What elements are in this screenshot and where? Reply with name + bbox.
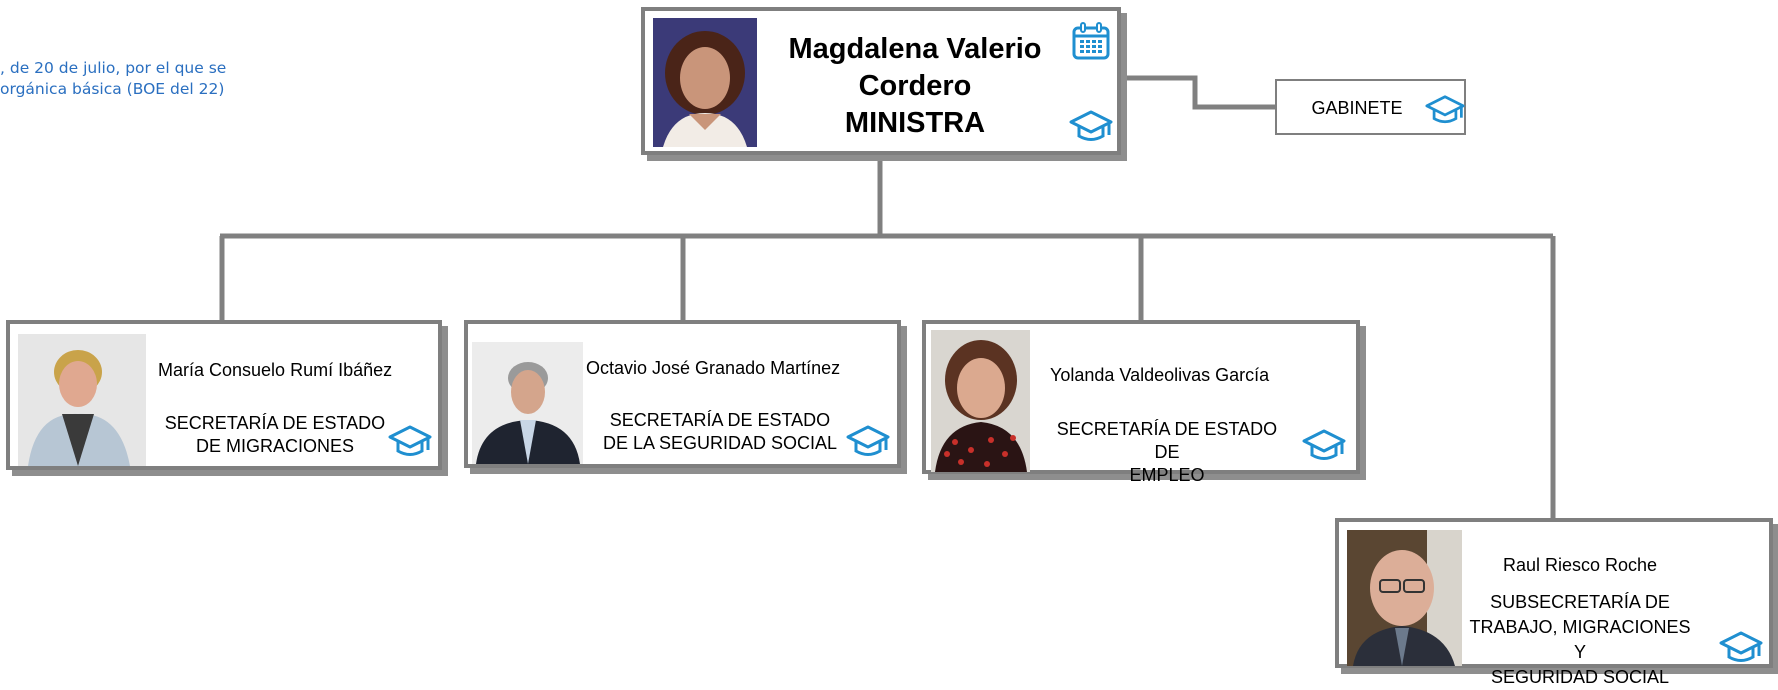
minister-name-line-2: Cordero xyxy=(858,70,972,102)
graduation-cap-icon[interactable] xyxy=(1069,109,1113,143)
graduation-cap-icon[interactable] xyxy=(388,424,432,458)
unit-role-line-1: SECRETARÍA DE ESTADO DE xyxy=(1056,419,1278,462)
graduation-cap-icon[interactable] xyxy=(846,424,890,458)
unit-role-line-2: EMPLEO xyxy=(1129,465,1205,485)
unit-role-line-1: SUBSECRETARÍA DE xyxy=(1490,592,1670,612)
unit-role-seguridad-social: SECRETARÍA DE ESTADO DE LA SEGURIDAD SOC… xyxy=(600,409,840,455)
unit-name-seguridad-social: Octavio José Granado Martínez xyxy=(586,358,841,378)
unit-role-migraciones: SECRETARÍA DE ESTADO DE MIGRACIONES xyxy=(160,412,390,458)
unit-role-subsecretaria: SUBSECRETARÍA DE TRABAJO, MIGRACIONES Y … xyxy=(1465,590,1695,690)
connector-minister-cabinet xyxy=(1122,75,1280,110)
unit-role-line-1: SECRETARÍA DE ESTADO xyxy=(609,410,831,430)
graduation-cap-icon[interactable] xyxy=(1425,94,1465,125)
unit-box-migraciones[interactable]: María Consuelo Rumí Ibáñez SECRETARÍA DE… xyxy=(6,320,442,470)
minister-box[interactable]: Magdalena Valerio Cordero MINISTRA xyxy=(641,7,1121,155)
calendar-icon[interactable] xyxy=(1071,21,1111,61)
unit-role-line-2: DE LA SEGURIDAD SOCIAL xyxy=(602,433,838,453)
cabinet-box[interactable]: GABINETE xyxy=(1275,79,1466,135)
unit-name-empleo: Yolanda Valdeolivas García xyxy=(1050,365,1270,385)
minister-name-line-1: Magdalena Valerio xyxy=(788,33,1042,65)
unit-photo-seguridad-social xyxy=(472,342,583,464)
minister-name: Magdalena Valerio Cordero MINISTRA xyxy=(765,31,1065,142)
graduation-cap-icon[interactable] xyxy=(1719,630,1763,664)
decree-reference: , de 20 de julio, por el que se orgánica… xyxy=(0,58,300,100)
unit-role-empleo: SECRETARÍA DE ESTADO DE EMPLEO xyxy=(1042,418,1292,487)
unit-photo-subsecretaria xyxy=(1347,530,1462,666)
unit-name-migraciones: María Consuelo Rumí Ibáñez xyxy=(158,360,393,380)
unit-photo-migraciones xyxy=(18,334,146,466)
unit-box-empleo[interactable]: Yolanda Valdeolivas García SECRETARÍA DE… xyxy=(922,320,1360,485)
minister-photo xyxy=(653,18,757,147)
decree-line-2: orgánica básica (BOE del 22) xyxy=(0,80,225,98)
unit-role-line-2: TRABAJO, MIGRACIONES Y xyxy=(1469,617,1691,662)
unit-photo-empleo xyxy=(931,330,1030,472)
unit-name-subsecretaria: Raul Riesco Roche xyxy=(1502,555,1658,575)
minister-role: MINISTRA xyxy=(844,107,986,139)
unit-box-seguridad-social[interactable]: Octavio José Granado Martínez SECRETARÍA… xyxy=(464,320,901,468)
unit-role-line-1: SECRETARÍA DE ESTADO xyxy=(164,413,386,433)
graduation-cap-icon[interactable] xyxy=(1302,428,1346,462)
unit-role-line-2: DE MIGRACIONES xyxy=(195,436,355,456)
decree-line-1: , de 20 de julio, por el que se xyxy=(0,59,227,77)
unit-box-subsecretaria[interactable]: Raul Riesco Roche SUBSECRETARÍA DE TRABA… xyxy=(1335,518,1773,687)
cabinet-label: GABINETE xyxy=(1311,98,1403,118)
